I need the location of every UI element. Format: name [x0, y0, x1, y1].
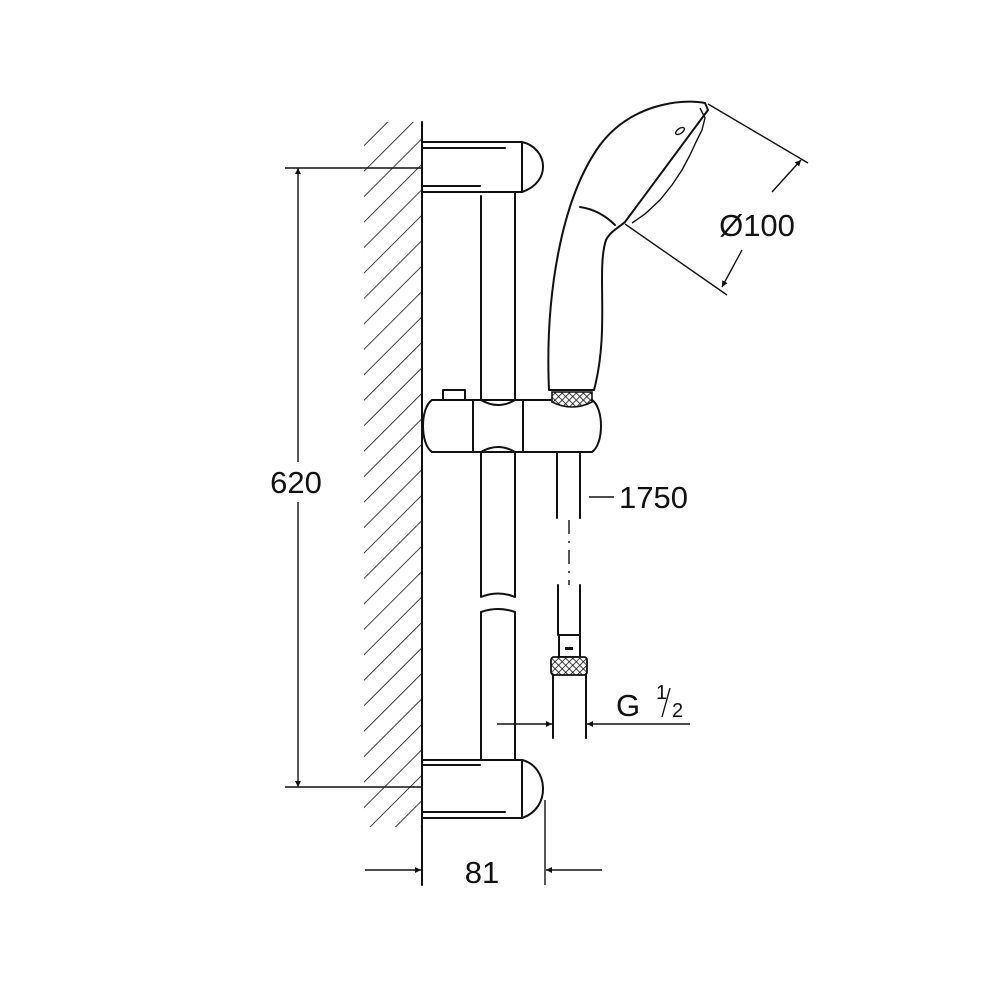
thread-numerator: 1: [656, 682, 667, 704]
diameter-dimension: [624, 103, 809, 296]
knurled-ring: [551, 391, 593, 408]
diameter-label: Ø100: [719, 208, 795, 243]
wall: [364, 121, 423, 886]
depth-dimension: [365, 800, 602, 885]
hand-shower: [547, 100, 709, 408]
knurled-nut: [550, 656, 588, 676]
height-label: 620: [270, 465, 322, 500]
thread-denominator: 2: [672, 700, 683, 722]
depth-label: 81: [465, 855, 499, 890]
thread-letter: G: [616, 688, 640, 723]
slide-rail: [480, 191, 516, 761]
shower-holder-slider: [422, 389, 602, 453]
bottom-wall-bracket: [421, 759, 544, 819]
height-dimension: [270, 167, 422, 788]
fraction-slash: [661, 687, 671, 718]
hose-length-label: 1750: [619, 480, 688, 515]
shower-hose: [550, 451, 588, 739]
top-wall-bracket: [421, 141, 544, 193]
